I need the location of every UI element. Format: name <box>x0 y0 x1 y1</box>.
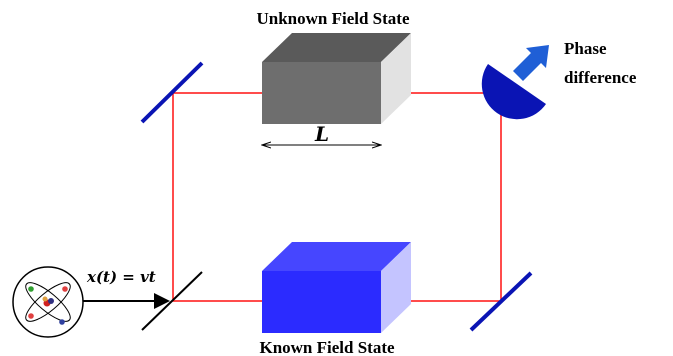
known-box-top <box>262 242 411 271</box>
unknown-field-box <box>262 33 411 124</box>
unknown-box-top <box>262 33 411 62</box>
beam-splitter <box>141 271 203 331</box>
known-box-front <box>262 271 381 333</box>
phase-label-line2: difference <box>564 68 637 87</box>
unknown-field-label: Unknown Field State <box>256 9 409 28</box>
phase-arrow-icon <box>513 45 549 81</box>
atom-icon <box>12 266 84 338</box>
length-label: L <box>314 122 329 146</box>
unknown-box-front <box>262 62 381 124</box>
known-box-side <box>381 242 411 333</box>
unknown-box-side <box>381 33 411 124</box>
trajectory-label: x(t) = vt <box>86 268 156 286</box>
phase-label-line1: Phase <box>564 39 607 58</box>
mirror-top-left <box>140 61 204 124</box>
mirror-bottom-right <box>469 271 533 332</box>
known-field-label: Known Field State <box>259 338 395 356</box>
known-field-box <box>262 242 411 333</box>
detector-icon <box>481 64 546 120</box>
